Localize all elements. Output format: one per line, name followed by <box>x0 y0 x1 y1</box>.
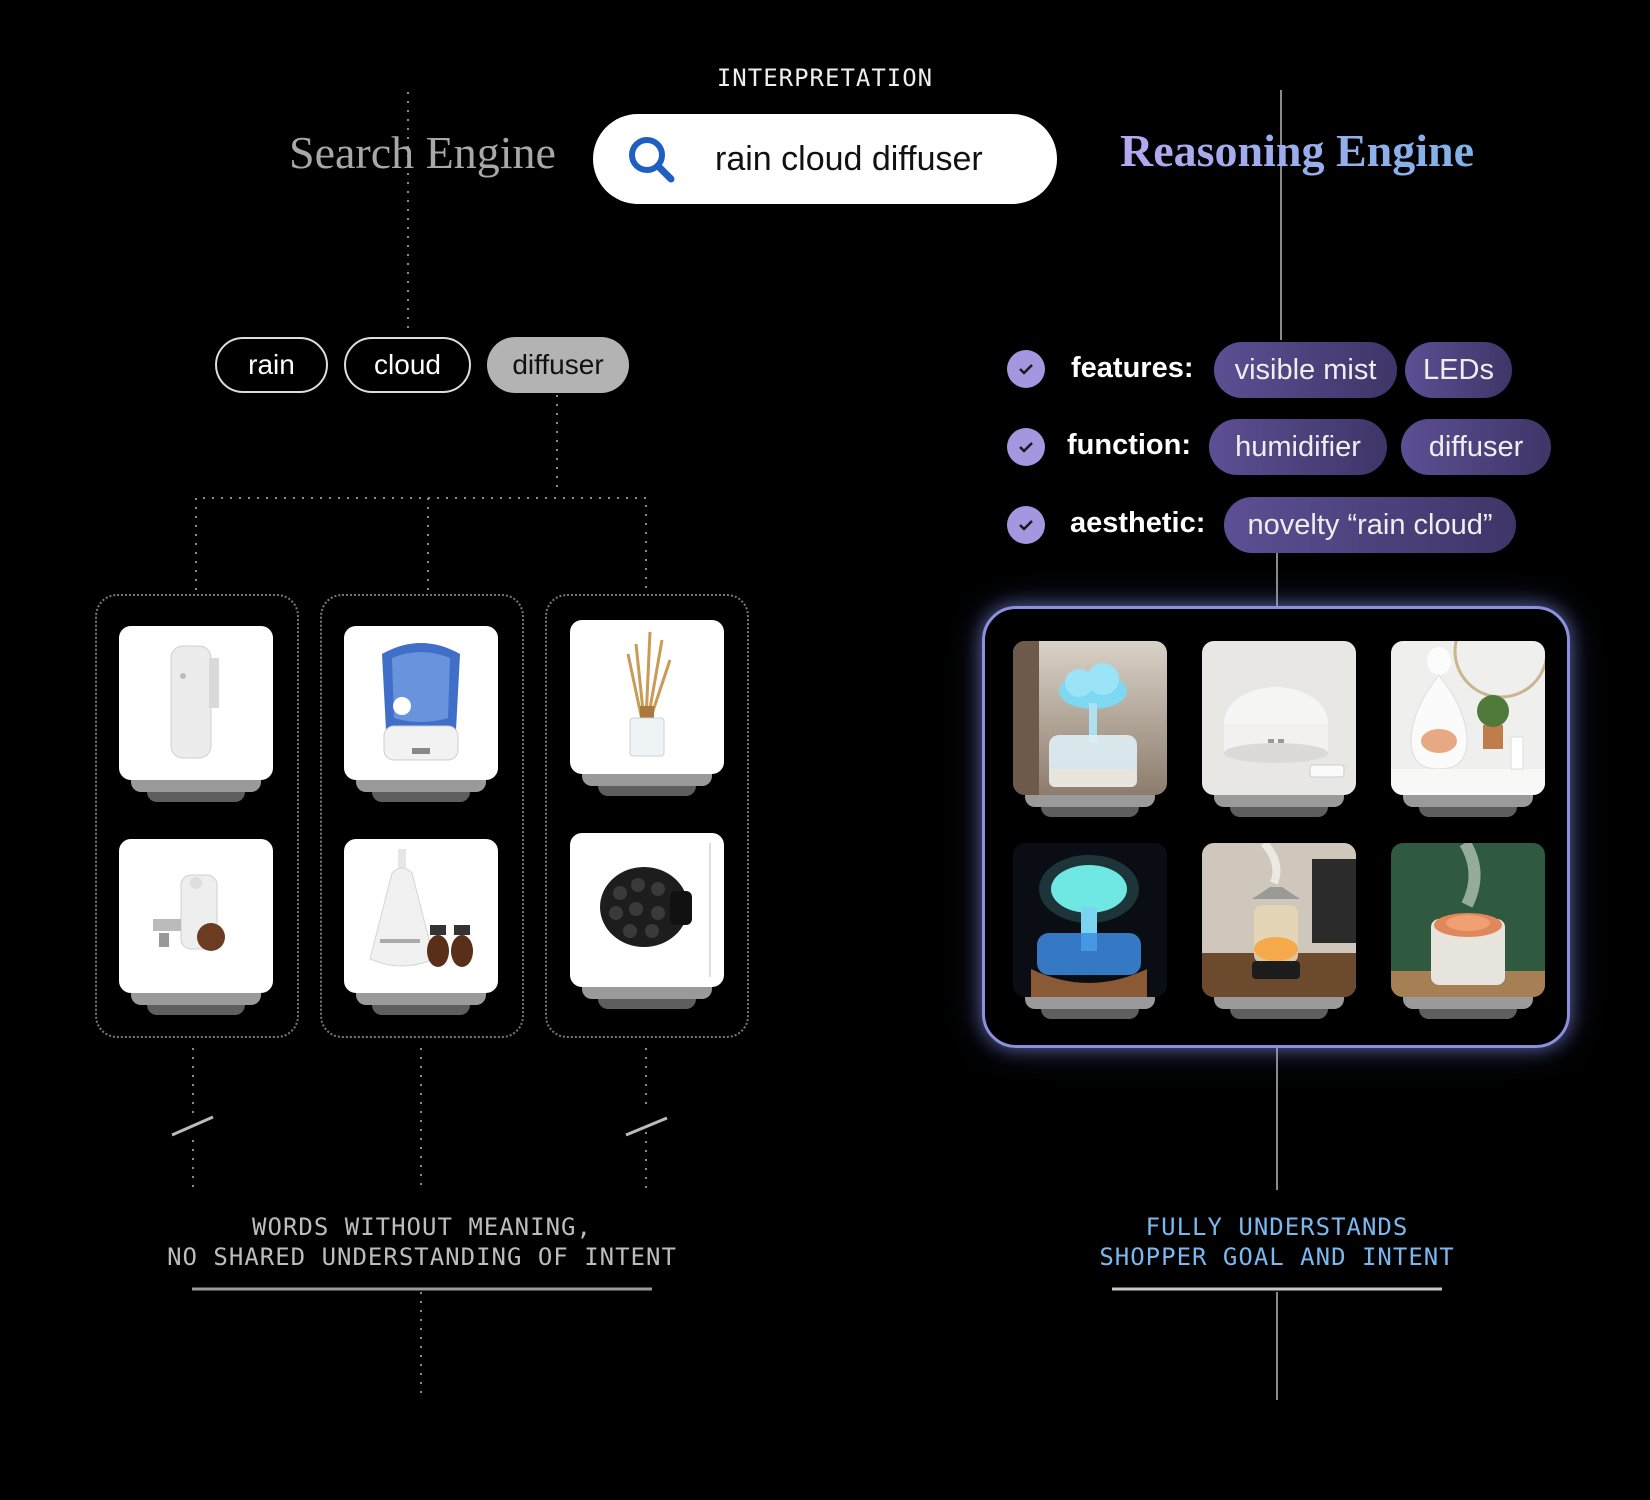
white-oil-diffuser-with-bottles-image <box>369 849 473 967</box>
product-card[interactable] <box>344 626 498 802</box>
product-group-3 <box>545 594 749 1038</box>
table-rain-cloud-diffuser-image <box>1202 843 1356 997</box>
magnifier-icon <box>629 137 675 183</box>
product-card[interactable] <box>570 833 724 1009</box>
blue-humidifier-image <box>382 643 460 761</box>
plug-in-air-freshener-image <box>170 645 219 759</box>
product-card[interactable] <box>1013 843 1167 1019</box>
check-icon <box>1007 350 1045 388</box>
search-bar[interactable]: rain cloud diffuser <box>593 114 1057 204</box>
chip-visible-mist: visible mist <box>1214 342 1397 398</box>
chip-diffuser: diffuser <box>1401 419 1551 475</box>
product-card[interactable] <box>119 626 273 802</box>
chip-novelty-rain-cloud: novelty “rain cloud” <box>1224 497 1516 553</box>
chip-humidifier: humidifier <box>1209 419 1387 475</box>
chip-leds: LEDs <box>1405 342 1512 398</box>
token-cloud: cloud <box>344 337 471 393</box>
check-icon <box>1007 428 1045 466</box>
reed-diffuser-image <box>626 631 672 757</box>
reasoning-results-box <box>982 606 1570 1048</box>
interpretation-label: INTERPRETATION <box>716 64 934 92</box>
product-card[interactable] <box>1202 843 1356 1019</box>
product-group-2 <box>320 594 524 1038</box>
salt-rock-mist-diffuser-image <box>1391 843 1545 997</box>
hair-dryer-diffuser-image <box>600 843 711 977</box>
search-engine-title: Search Engine <box>289 127 556 178</box>
teardrop-salt-diffuser-image <box>1391 641 1545 795</box>
product-card[interactable] <box>1391 843 1545 1019</box>
attribute-label-aesthetic: aesthetic: <box>1070 507 1206 539</box>
product-group-1 <box>95 594 299 1038</box>
search-query: rain cloud diffuser <box>715 139 983 178</box>
white-dome-diffuser-image <box>1202 641 1356 795</box>
wall-plug-diffuser-image <box>153 874 225 951</box>
check-icon <box>1007 506 1045 544</box>
rain-cloud-humidifier-image <box>1013 641 1167 795</box>
product-card[interactable] <box>1391 641 1545 817</box>
product-card[interactable] <box>1202 641 1356 817</box>
product-card[interactable] <box>570 620 724 796</box>
reasoning-engine-caption: FULLY UNDERSTANDS SHOPPER GOAL AND INTEN… <box>1099 1213 1455 1271</box>
token-diffuser: diffuser <box>487 337 629 393</box>
attribute-label-function: function: <box>1067 429 1192 461</box>
attribute-label-features: features: <box>1071 352 1194 384</box>
search-engine-caption: WORDS WITHOUT MEANING, NO SHARED UNDERST… <box>167 1213 677 1271</box>
reasoning-engine-title: Reasoning Engine <box>1120 125 1475 176</box>
glowing-mushroom-cloud-lamp-image <box>1013 843 1167 997</box>
product-card[interactable] <box>344 839 498 1015</box>
product-card[interactable] <box>1013 641 1167 817</box>
product-card[interactable] <box>119 839 273 1015</box>
token-rain: rain <box>215 337 328 393</box>
